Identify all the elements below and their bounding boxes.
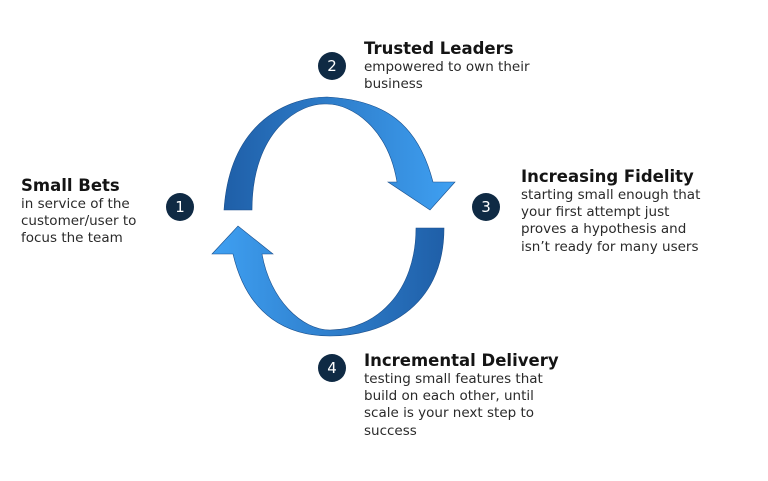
step-title: Increasing Fidelity (521, 167, 694, 186)
step-3-badge: 3 (472, 193, 500, 221)
step-description: in service of the customer/user to focus… (21, 196, 136, 248)
desc-line: your first attempt just (521, 204, 670, 221)
step-increasing-fidelity: Increasing Fidelity starting small enoug… (521, 167, 700, 256)
step-title: Small Bets (21, 176, 120, 195)
desc-line: focus the team (21, 230, 123, 247)
desc-line: starting small enough that (521, 187, 701, 203)
desc-line: in service of the (21, 196, 130, 212)
step-2-badge: 2 (318, 52, 346, 80)
desc-line: customer/user to (21, 213, 137, 230)
desc-line: proves a hypothesis and (521, 221, 687, 238)
desc-line: isn’t ready for many users (521, 238, 699, 255)
desc-line: success (364, 422, 417, 439)
step-2-number: 2 (327, 57, 337, 75)
desc-line: build on each other, until (364, 388, 534, 405)
step-1-badge: 1 (166, 193, 194, 221)
step-4-number: 4 (327, 359, 337, 377)
step-incremental-delivery: Incremental Delivery testing small featu… (364, 351, 559, 440)
step-3-number: 3 (481, 198, 491, 216)
step-title: Incremental Delivery (364, 351, 559, 370)
step-1-number: 1 (175, 198, 185, 216)
desc-line: business (364, 76, 423, 93)
step-trusted-leaders: Trusted Leaders empowered to own their b… (364, 39, 530, 93)
step-4-badge: 4 (318, 354, 346, 382)
step-description: starting small enough that your first at… (521, 187, 700, 256)
step-small-bets: Small Bets in service of the customer/us… (21, 176, 136, 248)
step-title: Trusted Leaders (364, 39, 514, 58)
desc-line: testing small features that (364, 371, 543, 387)
desc-line: empowered to own their (364, 59, 530, 75)
desc-line: scale is your next step to (364, 405, 535, 422)
step-description: testing small features that build on eac… (364, 371, 559, 440)
step-description: empowered to own their business (364, 59, 530, 93)
bottom-arc-arrow (211, 225, 445, 337)
top-arc-arrow (223, 96, 456, 211)
